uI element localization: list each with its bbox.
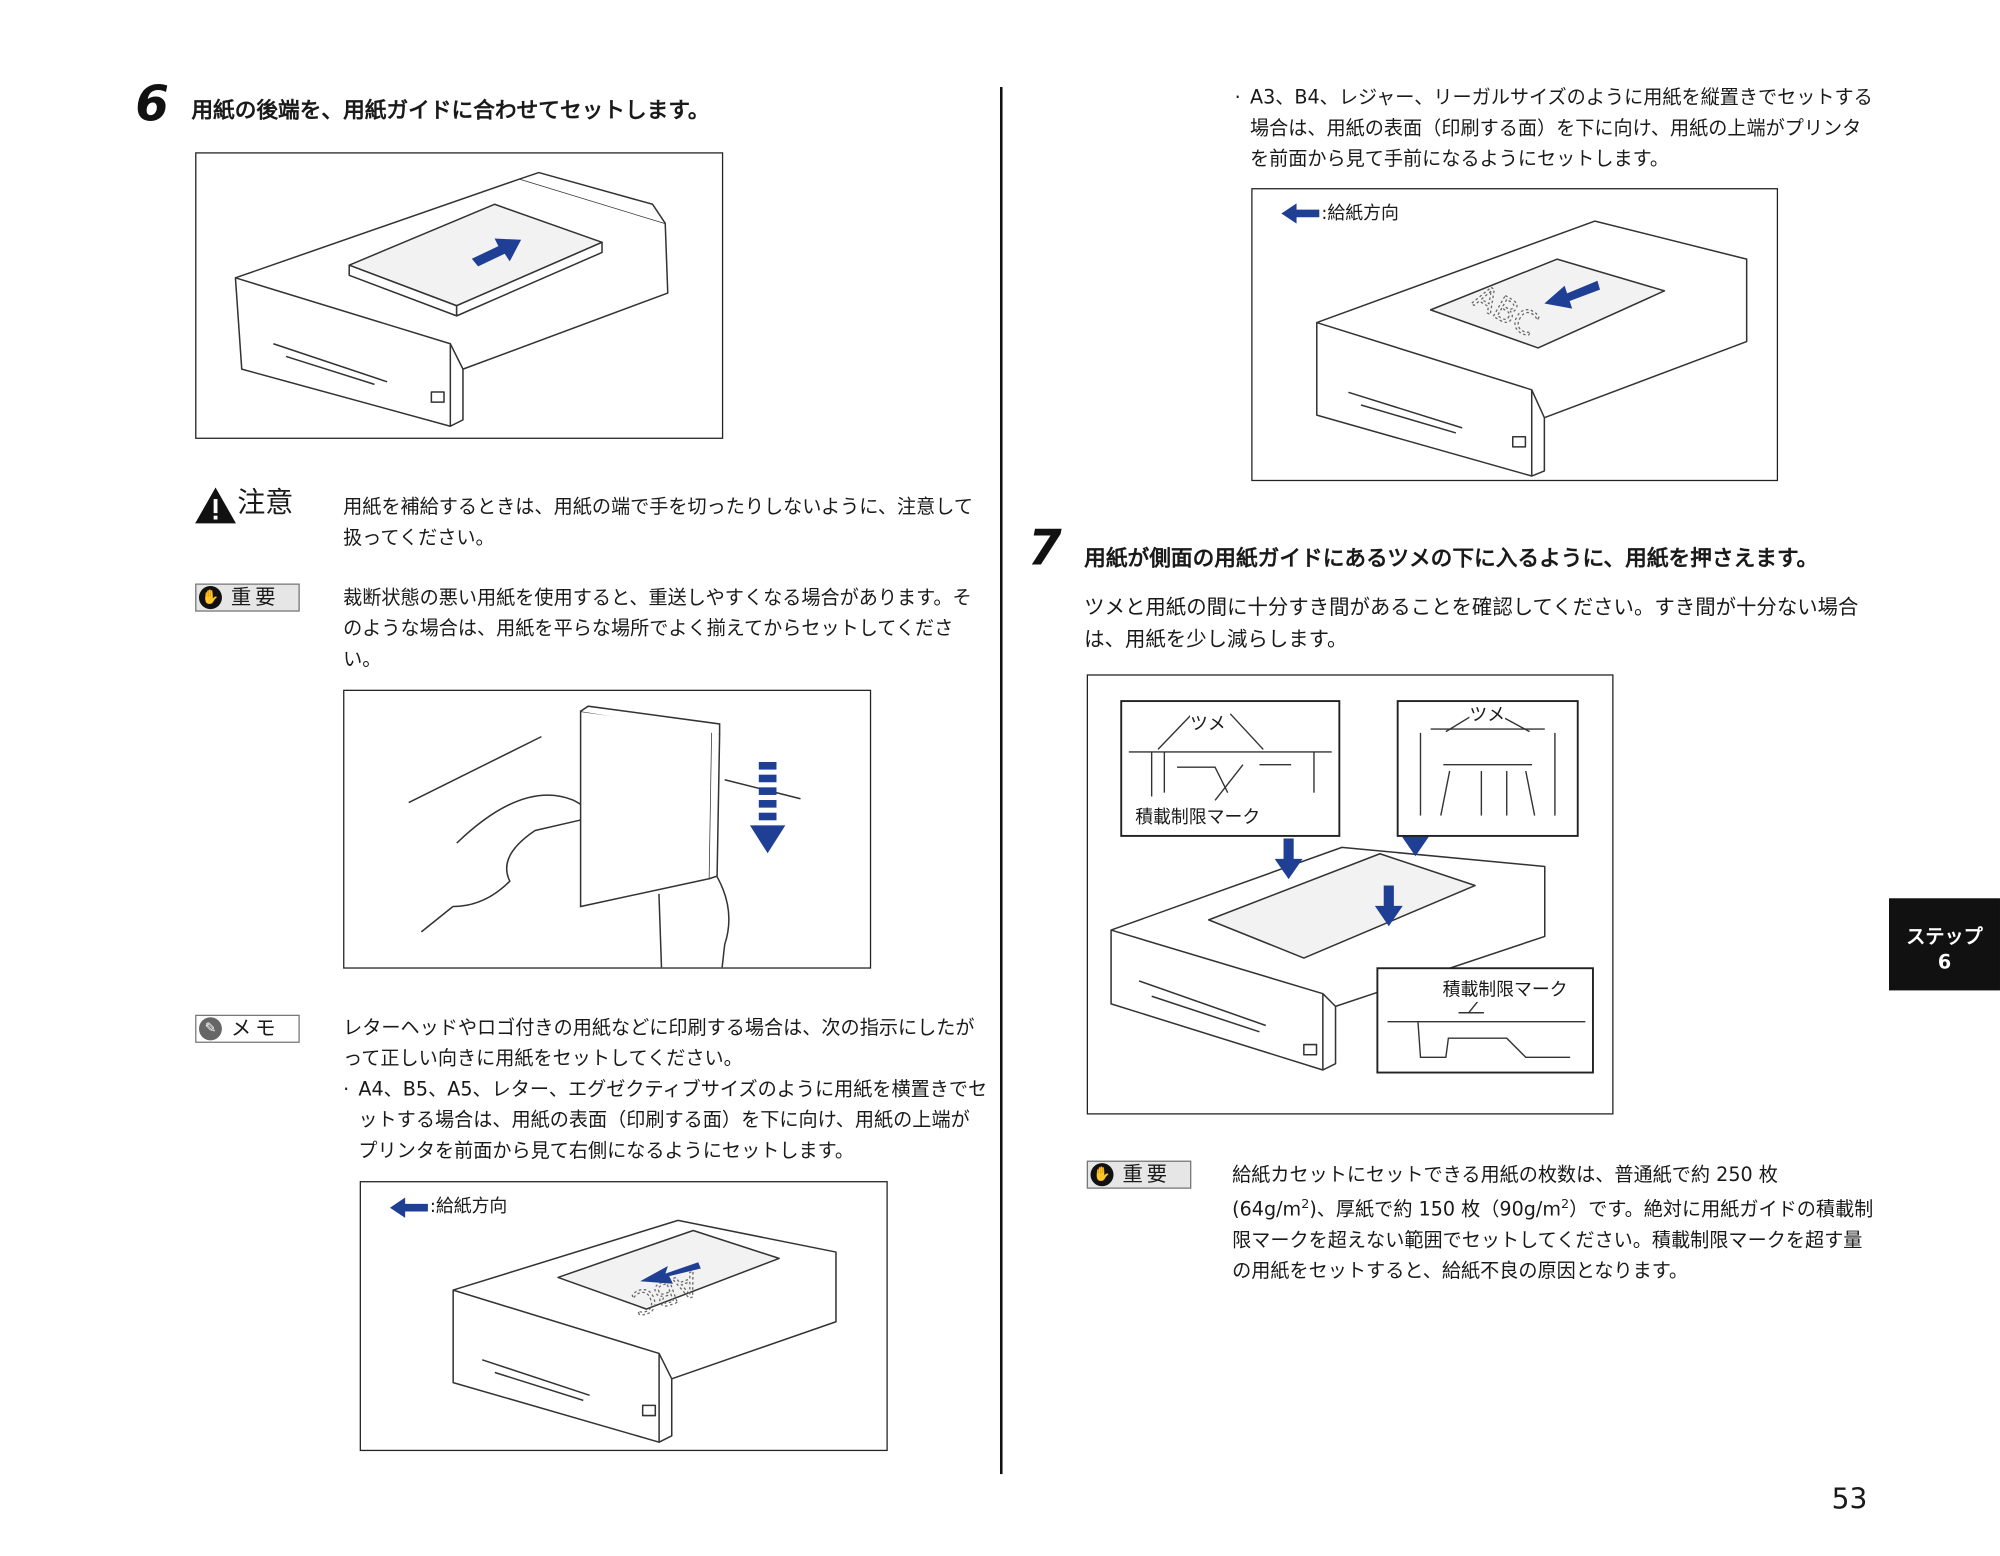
memo-bullet-2-text: A3、B4、レジャー、リーガルサイズのように用紙を縦置きでセットする場合は、用紙… [1249,85,1873,171]
important-2-text-c: ）です。絶対に用紙ガイドの積載制限マークを超えない範囲でセットしてください。積載… [1232,1197,1874,1283]
tray-landscape-illustration: ABC [389,1197,837,1443]
memo-bullet-2: · A3、B4、レジャー、リーガルサイズのように用紙を縦置きでセットする場合は、… [1235,82,1879,174]
figure-align-paper [343,689,872,969]
memo-text: レターヘッドやロゴ付きの用紙などに印刷する場合は、次の指示にしたがって正しい向き… [343,1016,975,1070]
important-2-text-a: 給紙カセットにセットできる用紙の枚数は、普通紙で約 250 枚(64g/m [1232,1163,1778,1221]
superscript: 2 [1560,1197,1570,1212]
bullet-dot: · [1234,85,1241,109]
side-tab-line-1: ステップ [1906,925,1983,949]
step-number-7: 7 [1028,519,1062,576]
tray-portrait-illustration: ABC [1281,203,1748,477]
important-badge-label: 重要 [230,584,280,610]
limit-mark-label-left: 積載制限マーク [1135,806,1261,830]
feed-direction-label: :給紙方向 [1321,202,1399,226]
important-badge: ✋ 重要 [195,583,300,612]
caution-title: 注意 [237,487,294,520]
memo-bullet-1-text: A4、B5、A5、レター、エグゼクティブサイズのように用紙を横置きでセットする場… [358,1077,988,1162]
step-number-6: 6 [135,75,169,132]
tray-tabs-illustration [1110,700,1594,1074]
step-7-heading: 用紙が側面の用紙ガイドにあるツメの下に入るように、用紙を押さえます。 [1084,546,1819,572]
important-badge-2: ✋ 重要 [1086,1160,1192,1189]
memo-bullet-1: · A4、B5、A5、レター、エグゼクティブサイズのように用紙を横置きでセットす… [343,1074,987,1166]
step-7-text: ツメと用紙の間に十分すき間があることを確認してください。すき間が十分ない場合は、… [1084,595,1859,652]
important-badge-2-label: 重要 [1122,1161,1171,1187]
arrow-icon [640,1262,701,1284]
tsume-label-left: ツメ [1190,712,1226,736]
memo-badge-label: メモ [230,1016,280,1041]
hands-illustration [408,705,801,968]
step-6-heading: 用紙の後端を、用紙ガイドに合わせてセットします。 [191,98,710,125]
tsume-label-right: ツメ [1469,703,1506,727]
memo-badge: ✎ メモ [195,1014,300,1043]
important-text: 裁断状態の悪い用紙を使用すると、重送しやすくなる場合があります。そのような場合は… [343,586,972,671]
hand-icon: ✋ [198,586,222,610]
page-number: 53 [1831,1484,1868,1517]
bullet-dot: · [343,1077,350,1101]
caution-text: 用紙を補給するときは、用紙の端で手を切ったりしないように、注意して扱ってください… [343,495,973,549]
warning-icon [195,487,236,524]
feed-direction-label: :給紙方向 [429,1195,508,1219]
step-side-tab: ステップ 6 [1889,898,2000,991]
important-2-text: 給紙カセットにセットできる用紙の枚数は、普通紙で約 250 枚(64g/m2)、… [1232,1159,1876,1286]
arrow-icon [1544,280,1601,309]
superscript: 2 [1301,1197,1310,1212]
column-divider [999,87,1003,1475]
feed-arrow-icon [389,1197,428,1218]
figure-tray-tabs: ツメ 積載制限マーク ツメ 積載制限マーク [1086,674,1614,1115]
figure-portrait-feed: ABC :給紙方向 [1251,188,1779,482]
down-arrow-icon [749,761,786,854]
hand-icon: ✋ [1090,1163,1114,1187]
limit-mark-label-bottom: 積載制限マーク [1442,978,1568,1002]
tray-illustration [234,171,669,427]
figure-tray-loading [195,152,724,439]
figure-landscape-feed: ABC :給紙方向 [359,1181,888,1452]
pencil-icon: ✎ [198,1017,222,1041]
feed-arrow-icon [1281,203,1320,224]
arrow-icon [471,238,522,267]
important-2-text-b: )、厚紙で約 150 枚（90g/m [1309,1197,1561,1221]
side-tab-line-2: 6 [1937,950,1952,974]
